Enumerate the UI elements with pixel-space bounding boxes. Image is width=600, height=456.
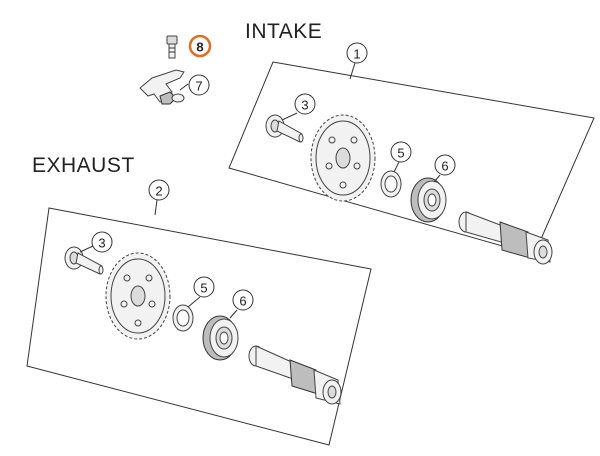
intake-ring-part bbox=[380, 170, 402, 198]
callout-5-exhaust: 5 bbox=[193, 276, 215, 298]
intake-heading: INTAKE bbox=[245, 20, 322, 43]
callout-5-intake: 5 bbox=[390, 141, 412, 163]
callout-1: 1 bbox=[346, 42, 368, 64]
exhaust-group-box bbox=[26, 207, 372, 446]
callout-6-exhaust-label: 6 bbox=[239, 294, 246, 309]
callout-3-exhaust: 3 bbox=[91, 231, 113, 253]
bolt-part bbox=[166, 35, 178, 59]
callout-5-exhaust-label: 5 bbox=[200, 281, 207, 296]
callout-7: 7 bbox=[188, 74, 210, 96]
leader-lines bbox=[79, 62, 441, 319]
callout-6-intake-label: 6 bbox=[441, 159, 448, 174]
intake-sprocket-part bbox=[310, 114, 376, 202]
callout-5-intake-label: 5 bbox=[397, 146, 404, 161]
exhaust-ring-part bbox=[172, 304, 194, 332]
callout-8-label: 8 bbox=[196, 40, 203, 55]
callout-1-label: 1 bbox=[353, 47, 360, 62]
callout-3-intake: 3 bbox=[294, 93, 316, 115]
callout-2-label: 2 bbox=[155, 184, 162, 199]
exhaust-camshaft-part bbox=[248, 345, 342, 405]
callout-6-exhaust: 6 bbox=[232, 289, 254, 311]
exhaust-heading: EXHAUST bbox=[32, 154, 135, 177]
exhaust-sprocket-part bbox=[105, 252, 171, 340]
callout-3-exhaust-label: 3 bbox=[98, 236, 105, 251]
callout-6-intake: 6 bbox=[434, 154, 456, 176]
callout-7-label: 7 bbox=[195, 79, 202, 94]
intake-camshaft-part bbox=[458, 211, 553, 265]
bracket-part bbox=[139, 69, 185, 105]
exhaust-bearing-part bbox=[202, 315, 239, 361]
intake-group-box bbox=[228, 61, 595, 256]
callout-3-intake-label: 3 bbox=[301, 98, 308, 113]
intake-bearing-part bbox=[410, 177, 447, 223]
exhaust-washer-part bbox=[64, 246, 104, 275]
intake-washer-part bbox=[265, 114, 304, 143]
callout-8: 8 bbox=[188, 34, 212, 58]
callout-2: 2 bbox=[148, 179, 170, 201]
